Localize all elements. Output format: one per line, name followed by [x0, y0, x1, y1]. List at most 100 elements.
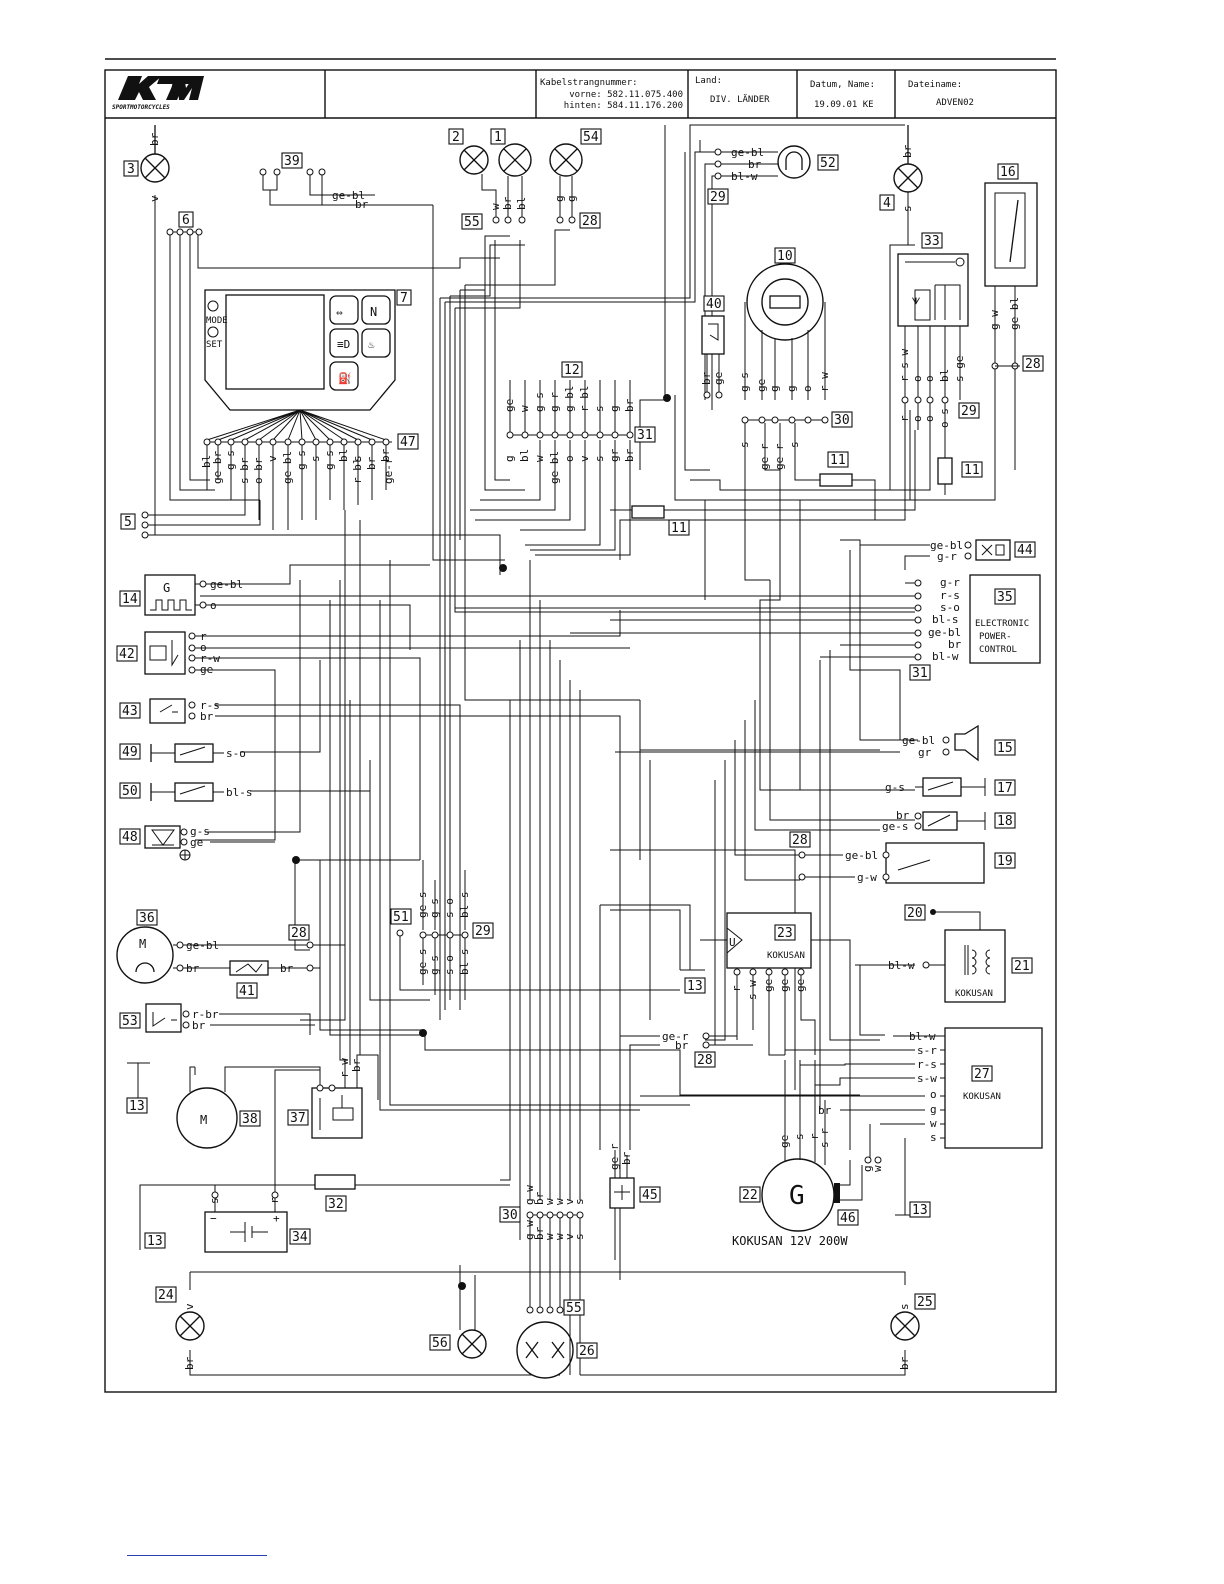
num-22: 22 — [739, 1186, 761, 1203]
svg-text:53: 53 — [122, 1014, 138, 1029]
svg-text:51: 51 — [393, 910, 409, 925]
svg-text:g: g — [503, 455, 516, 462]
num-17: 17 — [994, 779, 1016, 796]
diode-48: g-s ge — [144, 825, 210, 861]
svg-text:w: w — [871, 1165, 884, 1172]
num-28-left: 28 — [288, 924, 310, 941]
svg-text:g-s: g-s — [738, 372, 751, 392]
svg-text:bl-s: bl-s — [932, 613, 959, 626]
num-26: 26 — [576, 1342, 598, 1359]
svg-text:s: s — [793, 1133, 806, 1140]
svg-text:s: s — [593, 405, 606, 412]
svg-text:g-s: g-s — [323, 450, 336, 470]
svg-text:br: br — [620, 1151, 633, 1165]
num-33: 33 — [921, 232, 943, 249]
svg-text:g-w: g-w — [523, 1185, 536, 1205]
date-label: Datum, Name: — [810, 80, 875, 90]
num-44: 44 — [1014, 541, 1036, 558]
instrument-cluster-7: MODE SET ⇔ N ≡D ♨ ⛽ — [204, 289, 396, 441]
svg-text:38: 38 — [242, 1112, 258, 1127]
num-1: 1 — [490, 128, 506, 145]
svg-text:gr: gr — [608, 448, 621, 462]
num-35: 35 — [994, 588, 1016, 605]
num-47: 47 — [397, 433, 419, 450]
svg-text:10: 10 — [777, 249, 793, 264]
num-28-right: 28 — [1022, 355, 1044, 372]
svg-text:w: w — [543, 1198, 556, 1205]
headlight-icon: ≡D — [337, 338, 350, 351]
svg-text:POWER-: POWER- — [979, 632, 1012, 642]
svg-text:w: w — [533, 455, 546, 462]
num-28-mid: 28 — [789, 831, 811, 848]
svg-text:ge: ge — [200, 663, 213, 676]
svg-text:s-o: s-o — [443, 955, 456, 975]
svg-text:s-o: s-o — [940, 601, 960, 614]
svg-text:bl: bl — [938, 369, 951, 382]
svg-text:br: br — [700, 371, 713, 385]
svg-text:g: g — [768, 385, 781, 392]
svg-text:br: br — [748, 158, 762, 171]
svg-text:ge: ge — [778, 1135, 791, 1148]
svg-text:ge-bl: ge-bl — [186, 939, 219, 952]
horn-15: ge-bl gr — [615, 724, 979, 762]
svg-text:26: 26 — [579, 1344, 595, 1359]
switch-49: s-o — [150, 743, 246, 763]
svg-text:45: 45 — [642, 1188, 658, 1203]
svg-text:r-s: r-s — [917, 1058, 937, 1071]
svg-text:s-r: s-r — [818, 1128, 831, 1148]
svg-text:29: 29 — [710, 190, 726, 205]
svg-text:v: v — [183, 1303, 196, 1310]
svg-text:14: 14 — [122, 592, 138, 607]
svg-text:28: 28 — [582, 214, 598, 229]
svg-text:br: br — [192, 1019, 206, 1032]
cdi-brand: KOKUSAN — [963, 1092, 1001, 1102]
switch-43: r-s br — [149, 698, 220, 724]
ignition-coil-21: KOKUSAN bl-w — [888, 909, 1006, 1003]
junction — [419, 1029, 427, 1037]
neutral-icon: N — [370, 305, 377, 319]
svg-text:29: 29 — [475, 924, 491, 939]
file-label: Dateiname: — [908, 80, 962, 90]
switch-40: br ge — [700, 315, 725, 399]
svg-text:br: br — [280, 962, 294, 975]
svg-text:s: s — [901, 205, 914, 212]
svg-text:s-w: s-w — [746, 980, 759, 1000]
svg-text:ge-bl: ge-bl — [332, 189, 365, 202]
svg-text:o: o — [911, 375, 924, 382]
svg-text:s-o: s-o — [226, 747, 246, 760]
svg-text:ge-bl: ge-bl — [548, 451, 561, 484]
svg-text:37: 37 — [290, 1111, 306, 1126]
num-29-top: 29 — [707, 188, 729, 205]
lamp-3: br v — [140, 125, 170, 202]
svg-text:br: br — [186, 962, 200, 975]
svg-text:br: br — [896, 809, 910, 822]
num-42: 42 — [116, 645, 138, 662]
svg-text:ge-s: ge-s — [416, 892, 429, 919]
num-19: 19 — [994, 852, 1016, 869]
switch-50: bl-s — [150, 782, 253, 802]
svg-text:43: 43 — [122, 704, 138, 719]
svg-text:r: r — [268, 1197, 281, 1204]
svg-text:o: o — [563, 455, 576, 462]
svg-text:br: br — [948, 638, 962, 651]
svg-text:s: s — [788, 441, 801, 448]
drawing-frame — [104, 69, 1057, 1393]
svg-text:13: 13 — [912, 1203, 928, 1218]
brand-sub: SPORTMOTORCYCLES — [112, 104, 170, 111]
regulator-brand: KOKUSAN — [767, 951, 805, 961]
svg-text:28: 28 — [291, 926, 307, 941]
svg-text:o-s: o-s — [938, 408, 951, 428]
svg-text:11: 11 — [964, 463, 980, 478]
svg-text:ge-bl: ge-bl — [210, 578, 243, 591]
svg-text:42: 42 — [119, 647, 135, 662]
svg-text:35: 35 — [997, 590, 1013, 605]
motor-38: M — [176, 1066, 320, 1149]
num-36: 36 — [136, 909, 158, 926]
num-13-left: 13 — [126, 1097, 148, 1114]
svg-text:55: 55 — [464, 215, 480, 230]
svg-text:ge: ge — [503, 399, 516, 412]
svg-text:13: 13 — [687, 979, 703, 994]
num-46: 46 — [837, 1209, 859, 1226]
svg-text:r-s: r-s — [200, 699, 220, 712]
svg-text:bl-s: bl-s — [458, 949, 471, 976]
